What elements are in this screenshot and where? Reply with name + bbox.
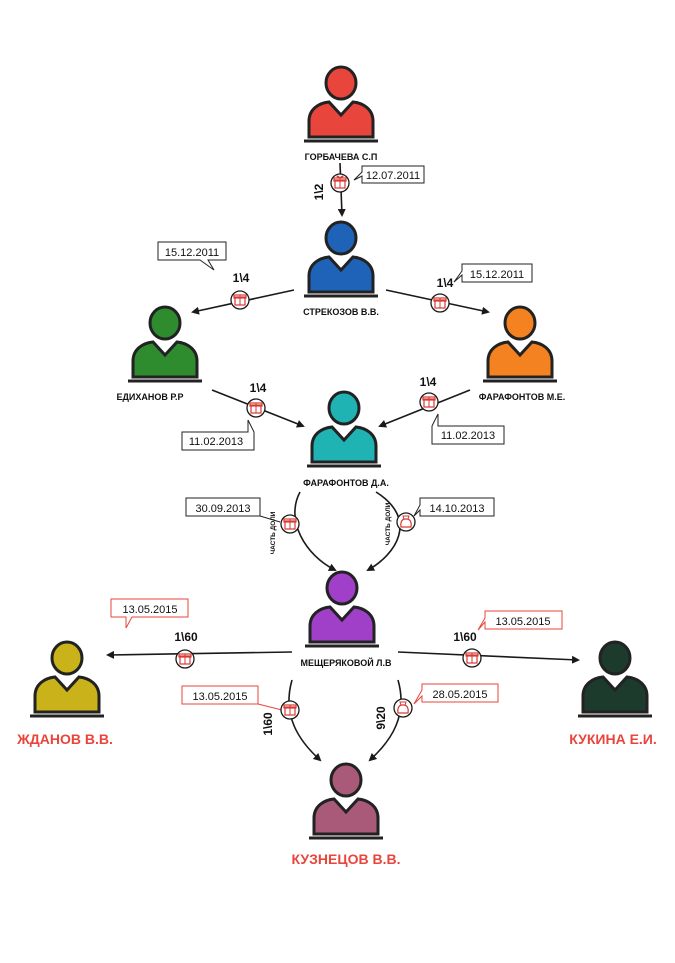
share-label: 9\20 xyxy=(374,706,388,730)
person-icon xyxy=(28,640,106,718)
share-label: ЧАСТЬ ДОЛИ xyxy=(270,511,277,554)
date-label: 11.02.2013 xyxy=(441,430,495,442)
person-strekozov: СТРЕКОЗОВ В.В. xyxy=(302,220,380,317)
person-icon xyxy=(302,220,380,298)
person-gorbacheva: ГОРБАЧЕВА С.П xyxy=(302,65,380,162)
person-edikhanov: ЕДИХАНОВ Р.Р xyxy=(116,305,204,402)
date-callout xyxy=(413,683,499,705)
person-icon xyxy=(576,640,654,718)
person-icon xyxy=(302,65,380,143)
date-callout xyxy=(413,497,495,517)
person-zhdanov: ЖДАНОВ В.В. xyxy=(16,640,113,747)
transfer-t1: 1\2 12.07.2011 xyxy=(312,165,425,200)
person-icon xyxy=(126,305,204,383)
share-label: 1\4 xyxy=(437,276,454,290)
person-icon xyxy=(307,762,385,840)
date-label: 15.12.2011 xyxy=(470,269,524,281)
gift-icon xyxy=(175,649,195,669)
transfer-t6: 30.09.2013 ЧАСТЬ ДОЛИ xyxy=(185,497,300,554)
date-label: 28.05.2015 xyxy=(432,689,487,701)
person-name: ЖДАНОВ В.В. xyxy=(16,731,113,747)
transfer-t11: 9\20 28.05.2015 xyxy=(374,683,499,730)
share-label: 1\2 xyxy=(312,183,326,200)
transfer-t10: 13.05.2015 1\60 xyxy=(181,685,300,736)
arrow-farafontov-da-to-meshcheryakova-left xyxy=(294,491,337,571)
date-label: 13.05.2015 xyxy=(122,604,177,616)
date-label: 12.07.2011 xyxy=(366,170,420,182)
person-meshcheryakova: МЕЩЕРЯКОВОЙ Л.В xyxy=(301,570,392,668)
person-icon xyxy=(303,570,381,648)
arrow-meshcheryakova-to-kukina xyxy=(397,651,580,664)
person-icon xyxy=(305,390,383,468)
gift-icon xyxy=(230,290,250,310)
date-label: 15.12.2011 xyxy=(165,247,219,259)
person-icon xyxy=(481,305,559,383)
transfer-t9: 13.05.2015 1\60 xyxy=(453,610,563,668)
date-callout xyxy=(185,497,281,523)
share-label: 1\60 xyxy=(453,630,477,644)
transfer-t2: 15.12.2011 1\4 xyxy=(157,241,250,310)
transfer-t7: ЧАСТЬ ДОЛИ 14.10.2013 xyxy=(385,497,495,545)
person-kukina: КУКИНА Е.И. xyxy=(569,640,657,747)
person-name: СТРЕКОЗОВ В.В. xyxy=(303,307,379,317)
share-label: 1\60 xyxy=(174,630,198,644)
arrow-meshcheryakova-to-kuznetsov-right xyxy=(368,679,402,762)
date-label: 14.10.2013 xyxy=(429,503,484,515)
share-label: ЧАСТЬ ДОЛИ xyxy=(385,502,392,545)
arrow-meshcheryakova-to-kuznetsov-left xyxy=(288,679,322,762)
share-label: 1\60 xyxy=(261,712,275,736)
date-callout xyxy=(431,413,505,445)
date-label: 13.05.2015 xyxy=(495,616,550,628)
date-label: 30.09.2013 xyxy=(195,503,250,515)
person-name: ГОРБАЧЕВА С.П xyxy=(305,152,378,162)
date-callout xyxy=(157,241,227,271)
gift-icon xyxy=(246,398,266,418)
person-name: ЕДИХАНОВ Р.Р xyxy=(116,392,183,402)
share-label: 1\4 xyxy=(233,271,250,285)
money-bag-icon xyxy=(393,698,413,718)
gift-icon xyxy=(330,173,350,193)
share-label: 1\4 xyxy=(420,375,437,389)
transfer-t8: 13.05.2015 1\60 xyxy=(110,598,198,669)
gift-icon xyxy=(280,514,300,534)
person-name: МЕЩЕРЯКОВОЙ Л.В xyxy=(301,657,392,668)
arrow-farafontov-da-to-meshcheryakova-right xyxy=(366,491,401,571)
money-bag-icon xyxy=(396,512,416,532)
date-callout xyxy=(453,263,533,283)
date-label: 13.05.2015 xyxy=(192,691,247,703)
share-label: 1\4 xyxy=(250,381,267,395)
transfer-t4: 1\4 11.02.2013 xyxy=(181,381,267,451)
arrow-meshcheryakova-to-zhdanov xyxy=(106,650,293,659)
date-callout xyxy=(110,598,189,629)
person-name: КУКИНА Е.И. xyxy=(569,731,657,747)
person-name: ФАРАФОНТОВ Д.А. xyxy=(303,478,389,488)
person-farafontov-me: ФАРАФОНТОВ М.Е. xyxy=(479,305,565,402)
date-callout xyxy=(181,419,255,451)
gift-icon xyxy=(280,700,300,720)
gift-icon xyxy=(462,648,482,668)
person-name: КУЗНЕЦОВ В.В. xyxy=(292,851,401,867)
person-kuznetsov: КУЗНЕЦОВ В.В. xyxy=(292,762,401,867)
date-callout xyxy=(353,165,425,184)
gift-icon xyxy=(419,392,439,412)
person-name: ФАРАФОНТОВ М.Е. xyxy=(479,392,565,402)
date-label: 11.02.2013 xyxy=(189,436,243,448)
transfer-t5: 1\4 11.02.2013 xyxy=(419,375,505,445)
transfer-t3: 15.12.2011 1\4 xyxy=(430,263,533,313)
date-callout xyxy=(477,610,563,631)
gift-icon xyxy=(430,293,450,313)
person-farafontov-da: ФАРАФОНТОВ Д.А. xyxy=(303,390,389,488)
